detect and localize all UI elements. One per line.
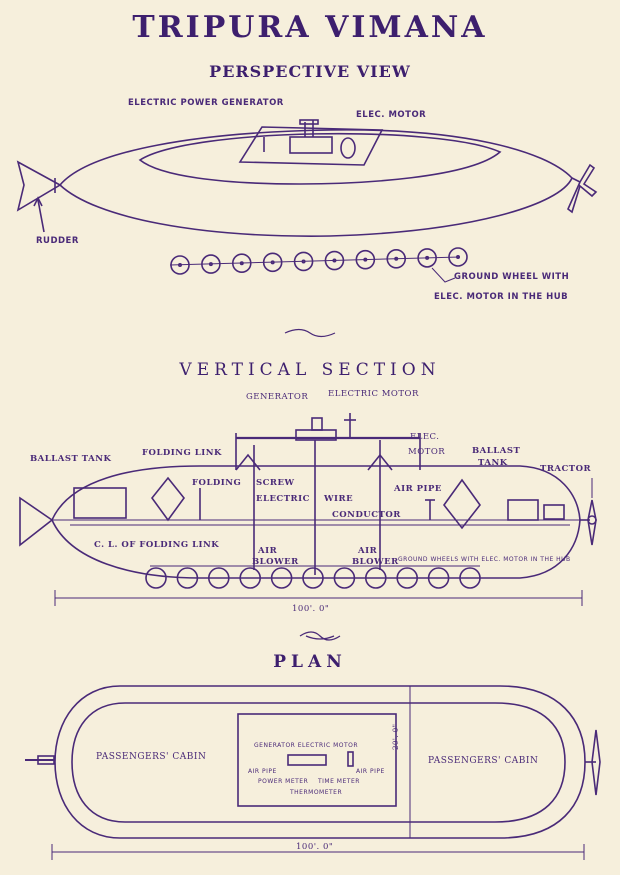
vertical-ballast-left [73, 487, 127, 519]
vertical-diamond-left [150, 476, 186, 522]
label-elec: ELEC. [410, 432, 440, 442]
vertical-tail [19, 496, 54, 547]
vertical-diamond-right [442, 478, 482, 530]
label-ground-wheel-2: ELEC. MOTOR IN THE HUB [434, 292, 569, 302]
ornament-2 [299, 631, 341, 641]
ground-wheel [231, 253, 252, 274]
main-title: TRIPURA VIMANA [132, 10, 488, 45]
label-ballast-tank-left: BALLAST TANK [30, 454, 112, 464]
ground-wheel [176, 567, 199, 589]
ground-wheel [427, 567, 450, 589]
label-thermometer: THERMOMETER [290, 789, 343, 796]
label-plan-gen-motor: GENERATOR ELECTRIC MOTOR [254, 742, 359, 749]
ground-wheel [448, 247, 468, 267]
label-power-meter: POWER METER [258, 778, 309, 785]
label-plan-length: 100'. 0" [296, 842, 334, 852]
label-cabin-right: PASSENGERS' CABIN [428, 756, 539, 766]
ground-wheel [145, 567, 167, 589]
plan-control-room [237, 713, 397, 807]
wheel-hub [239, 261, 244, 266]
ground-wheel [270, 567, 293, 589]
wheel-hub [270, 260, 275, 265]
vertical-drawing [19, 413, 597, 606]
label-folding-link: FOLDING LINK [142, 448, 222, 458]
ornament-1 [284, 328, 336, 338]
perspective-title: PERSPECTIVE VIEW [209, 62, 411, 81]
label-electric-motor: ELECTRIC MOTOR [328, 389, 419, 399]
wheel-hub [363, 257, 368, 262]
ground-wheel [324, 250, 345, 271]
label-plan-width: 20'. 0" [392, 723, 400, 750]
label-screw: SCREW [256, 478, 295, 488]
label-cl-folding-link: C. L. OF FOLDING LINK [94, 540, 220, 550]
ground-wheel [459, 567, 481, 589]
wheel-hub [301, 259, 306, 264]
label-tank: TANK [478, 458, 508, 468]
ground-wheel [417, 248, 437, 268]
perspective-motor [340, 137, 356, 159]
label-rudder: RUDDER [36, 236, 79, 246]
perspective-hull [58, 129, 573, 237]
label-motor: MOTOR [408, 447, 446, 457]
label-vertical-length: 100'. 0" [292, 604, 330, 614]
ground-wheel [208, 567, 230, 589]
plan-propeller [591, 729, 601, 796]
label-air-2a: AIR [358, 546, 378, 556]
plan-title: PLAN [273, 652, 347, 672]
label-ballast: BALLAST [472, 446, 521, 456]
perspective-rudder [16, 160, 62, 212]
label-blower-1b: BLOWER [252, 557, 299, 567]
label-electric-power-generator: ELECTRIC POWER GENERATOR [128, 98, 284, 108]
ground-wheel [201, 254, 221, 274]
ground-wheel [396, 567, 419, 589]
wheel-hub [455, 255, 460, 260]
ground-wheel [355, 249, 376, 270]
plan-drawing [25, 685, 601, 860]
ground-wheel [386, 248, 407, 269]
plan-hull-inner [71, 702, 566, 823]
label-elec-motor: ELEC. MOTOR [356, 110, 427, 120]
ground-wheel [364, 567, 387, 589]
vertical-ballast-right [507, 499, 539, 521]
vertical-tractor [587, 499, 597, 546]
ground-wheel [170, 255, 190, 275]
wheel-hub [332, 258, 337, 263]
wheel-hub [425, 255, 430, 260]
ground-wheel [302, 567, 324, 589]
ground-wheel [262, 252, 283, 273]
label-tractor: TRACTOR [540, 464, 592, 474]
label-electric: ELECTRIC [256, 494, 310, 504]
wheel-hub [208, 262, 213, 267]
label-air-1a: AIR [258, 546, 278, 556]
perspective-wheels [170, 247, 468, 275]
label-plan-air-pipe-right: AIR PIPE [356, 768, 385, 775]
label-plan-air-pipe-left: AIR PIPE [248, 768, 277, 775]
plan-hull-outer [54, 685, 586, 839]
label-folding: FOLDING [192, 478, 242, 488]
label-generator: GENERATOR [246, 392, 309, 402]
label-time-meter: TIME METER [318, 778, 360, 785]
vertical-title: VERTICAL SECTION [179, 360, 441, 380]
perspective-drawing [16, 119, 598, 283]
label-ground-wheels: GROUND WHEELS WITH ELEC. MOTOR IN THE HU… [398, 556, 571, 563]
perspective-generator [289, 136, 333, 154]
label-blower-2b: BLOWER [352, 557, 399, 567]
wheel-hub [178, 262, 183, 267]
label-ground-wheel-1: GROUND WHEEL WITH [454, 272, 570, 282]
vertical-wheels [145, 567, 481, 589]
label-air-pipe: AIR PIPE [394, 484, 442, 494]
label-conductor: CONDUCTOR [332, 510, 401, 520]
ground-wheel [333, 567, 356, 589]
perspective-propeller [567, 163, 598, 214]
ground-wheel [239, 567, 261, 589]
perspective-platform [238, 126, 384, 166]
label-cabin-left: PASSENGERS' CABIN [96, 752, 207, 762]
label-wire: WIRE [324, 494, 354, 504]
ground-wheel [293, 251, 314, 272]
perspective-deck [138, 132, 502, 185]
wheel-hub [394, 256, 399, 261]
